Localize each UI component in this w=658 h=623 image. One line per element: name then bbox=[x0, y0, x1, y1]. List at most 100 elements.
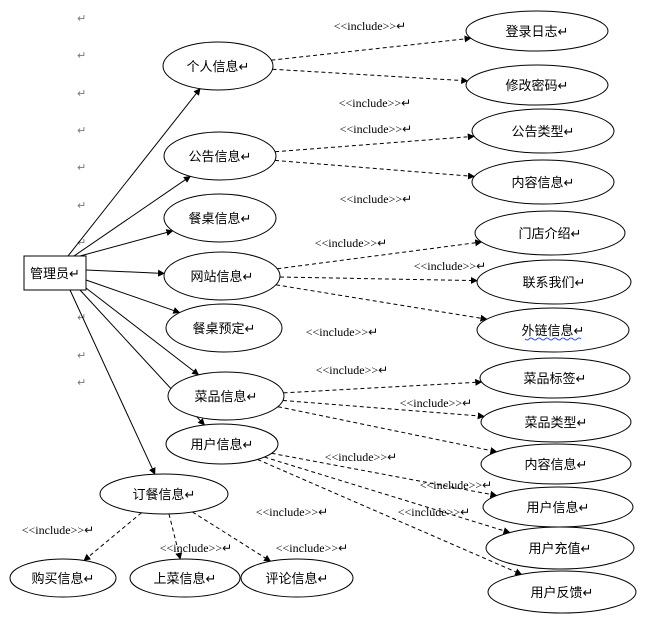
usecase-buy-info: 购买信息↵ bbox=[9, 558, 117, 598]
usecase-personal: 个人信息↵ bbox=[162, 41, 274, 91]
include-label: <<include>>↵ bbox=[340, 122, 412, 136]
usecase-label-contact-us: 联系我们↵ bbox=[523, 276, 586, 291]
actor-label: 管理员↵ bbox=[30, 267, 80, 282]
include-edge-ext-links bbox=[275, 284, 488, 322]
usecase-label-dish-tag: 菜品标签↵ bbox=[524, 371, 587, 387]
include-label: <<include>>↵ bbox=[420, 478, 492, 492]
include-label: <<include>>↵ bbox=[325, 450, 397, 464]
include-edge-login-log bbox=[271, 35, 472, 61]
association-order bbox=[69, 289, 156, 475]
usecase-contact-us: 联系我们↵ bbox=[476, 259, 632, 305]
include-edge-contact-us bbox=[279, 276, 478, 284]
include-edge-comment-info bbox=[192, 511, 272, 562]
usecase-ellipse bbox=[163, 251, 281, 301]
actor-admin: 管理员↵ bbox=[23, 255, 87, 291]
paragraph-mark: ↵ bbox=[77, 236, 86, 249]
include-label: <<include>>↵ bbox=[400, 396, 472, 410]
paragraph-mark: ↵ bbox=[77, 12, 86, 25]
usecase-ellipse bbox=[9, 558, 117, 598]
usecase-ellipse bbox=[465, 10, 609, 52]
association-personal bbox=[67, 88, 201, 257]
usecase-ellipse bbox=[480, 401, 632, 443]
usecase-table: 餐桌信息↵ bbox=[163, 193, 277, 243]
usecase-ellipse bbox=[165, 303, 283, 353]
usecase-ellipse bbox=[479, 357, 631, 399]
include-edge-serve-info bbox=[168, 513, 183, 560]
usecase-label-change-pwd: 修改密码↵ bbox=[506, 78, 569, 94]
usecase-label-ext-links: 外链信息↵ bbox=[522, 323, 585, 339]
include-label: <<include>>↵ bbox=[414, 259, 486, 273]
spellcheck-underline bbox=[524, 337, 582, 341]
actor-box bbox=[23, 255, 87, 291]
usecase-ellipse bbox=[474, 210, 626, 256]
include-label: <<include>>↵ bbox=[22, 523, 94, 537]
paragraph-mark: ↵ bbox=[77, 349, 86, 362]
usecase-label-reserve: 餐桌预定↵ bbox=[193, 321, 256, 337]
usecase-ellipse bbox=[163, 131, 277, 181]
include-edge-dish-content bbox=[277, 406, 498, 454]
include-label: <<include>>↵ bbox=[339, 96, 411, 110]
usecase-label-notice-content: 内容信息↵ bbox=[512, 175, 575, 191]
usecase-ellipse bbox=[480, 443, 632, 485]
usecase-label-comment-info: 评论信息↵ bbox=[266, 571, 329, 587]
association-table bbox=[79, 229, 174, 257]
usecase-label-order: 订餐信息↵ bbox=[133, 487, 196, 503]
usecase-ellipse bbox=[129, 558, 241, 598]
usecase-ellipse bbox=[465, 64, 609, 106]
usecase-ellipse bbox=[165, 423, 279, 465]
usecase-label-user-feedback: 用户反馈↵ bbox=[531, 585, 594, 601]
usecase-comment-info: 评论信息↵ bbox=[240, 558, 354, 598]
paragraph-mark: ↵ bbox=[77, 87, 86, 100]
usecase-order: 订餐信息↵ bbox=[99, 473, 229, 515]
usecase-label-serve-info: 上菜信息↵ bbox=[154, 571, 217, 587]
usecase-ellipse bbox=[487, 570, 637, 614]
usecase-user-info: 用户信息↵ bbox=[482, 486, 634, 528]
include-edge-user-recharge bbox=[264, 456, 511, 535]
include-label: <<include>>↵ bbox=[276, 541, 348, 555]
usecase-label-buy-info: 购买信息↵ bbox=[32, 571, 95, 587]
paragraph-mark: ↵ bbox=[77, 161, 86, 174]
association-dish bbox=[85, 287, 200, 376]
usecase-label-dish-type: 菜品类型↵ bbox=[525, 416, 588, 431]
usecase-ellipse bbox=[167, 371, 285, 421]
include-edge-user-info bbox=[271, 452, 498, 498]
usecase-user: 用户信息↵ bbox=[165, 423, 279, 465]
include-label: <<include>>↵ bbox=[315, 236, 387, 250]
paragraph-mark: ↵ bbox=[77, 376, 86, 389]
usecase-reserve: 餐桌预定↵ bbox=[165, 303, 283, 353]
usecase-dish-tag: 菜品标签↵ bbox=[479, 357, 631, 399]
usecase-user-recharge: 用户充值↵ bbox=[485, 526, 635, 570]
usecase-label-personal: 个人信息↵ bbox=[187, 59, 250, 75]
usecase-ellipse bbox=[163, 193, 277, 243]
usecase-label-site: 网站信息↵ bbox=[191, 269, 254, 285]
include-edge-dish-tag bbox=[283, 378, 483, 394]
usecase-label-store-intro: 门店介绍↵ bbox=[519, 227, 582, 242]
usecase-label-dish-content: 内容信息↵ bbox=[525, 457, 588, 473]
paragraph-mark: ↵ bbox=[77, 311, 86, 324]
usecase-login-log: 登录日志↵ bbox=[465, 10, 609, 52]
usecase-notice-type: 公告类型↵ bbox=[471, 108, 615, 154]
usecase-ellipse bbox=[476, 307, 630, 353]
usecase-ellipse bbox=[240, 558, 354, 598]
usecase-serve-info: 上菜信息↵ bbox=[129, 558, 241, 598]
usecase-user-feedback: 用户反馈↵ bbox=[487, 570, 637, 614]
paragraph-mark: ↵ bbox=[77, 49, 86, 62]
include-label: <<include>>↵ bbox=[306, 325, 378, 339]
include-label: <<include>>↵ bbox=[340, 192, 412, 206]
include-edge-user-feedback bbox=[257, 459, 523, 576]
usecase-label-user-info: 用户信息↵ bbox=[527, 500, 590, 516]
usecase-store-intro: 门店介绍↵ bbox=[474, 210, 626, 256]
usecase-ext-links: 外链信息↵ bbox=[476, 307, 630, 353]
usecase-ellipse bbox=[476, 259, 632, 305]
usecase-ellipse bbox=[162, 41, 274, 91]
include-edge-store-intro bbox=[277, 239, 483, 270]
usecase-change-pwd: 修改密码↵ bbox=[465, 64, 609, 106]
usecase-ellipse bbox=[471, 108, 615, 154]
include-label: <<include>>↵ bbox=[256, 505, 328, 519]
usecase-ellipse bbox=[471, 159, 615, 205]
usecase-label-user: 用户信息↵ bbox=[191, 437, 254, 453]
association-reserve bbox=[85, 279, 181, 314]
usecase-dish-content: 内容信息↵ bbox=[480, 443, 632, 485]
association-notice bbox=[73, 175, 191, 257]
usecase-dish-type: 菜品类型↵ bbox=[480, 401, 632, 443]
